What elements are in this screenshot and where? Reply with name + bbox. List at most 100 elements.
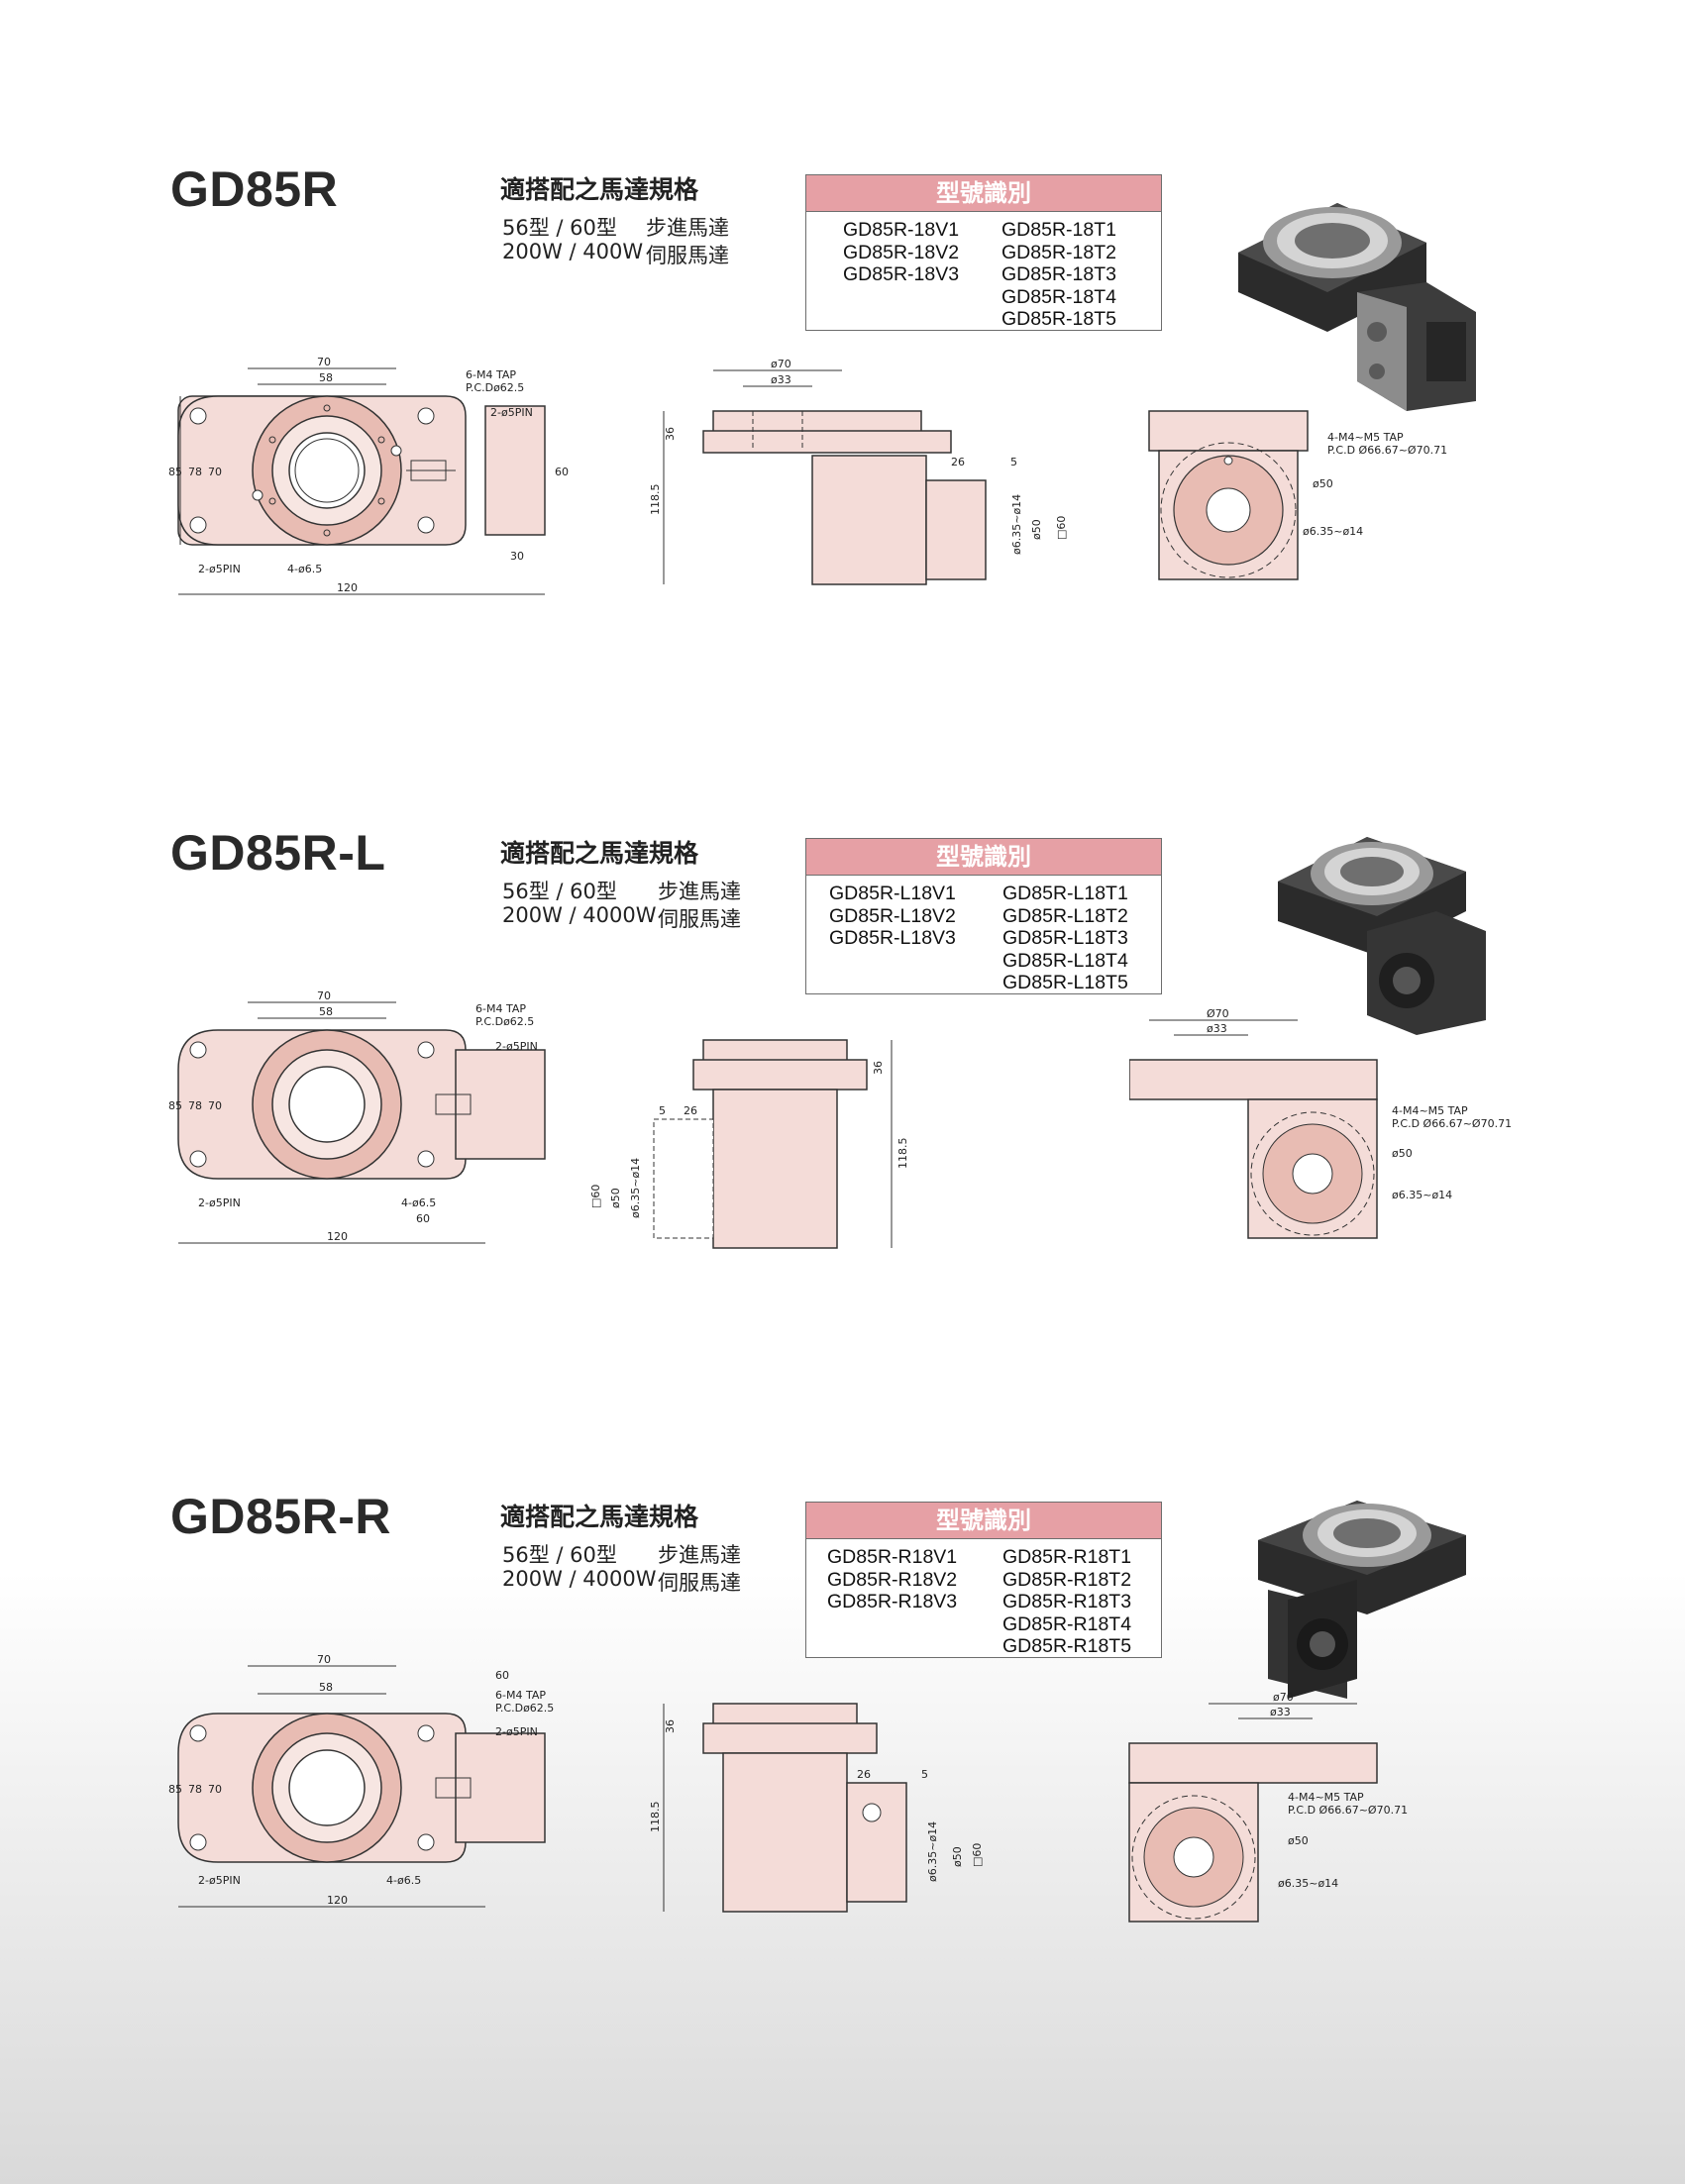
dim-36: 36 (872, 1061, 885, 1075)
dim-5: 5 (659, 1104, 666, 1117)
spec-type-1: 步進馬達 (646, 216, 729, 240)
model-code: GD85R-R18T2 (1002, 1568, 1132, 1591)
dim-26: 26 (857, 1768, 871, 1781)
dim-d70: ø70 (771, 358, 791, 370)
dim-26: 26 (684, 1104, 697, 1117)
top-view-drawing: 70 58 6-M4 TAP P.C.Dø62.5 2-ø5PIN 85 78 … (168, 357, 569, 595)
dim-front-d50: ø50 (1392, 1147, 1413, 1160)
dim-5: 5 (1010, 456, 1017, 468)
dim-120: 120 (327, 1230, 348, 1243)
dim-pin-bot: 2-ø5PIN (198, 563, 241, 575)
dim-d50: ø50 (1030, 519, 1043, 540)
dim-hole: 4-ø6.5 (401, 1196, 436, 1209)
spec-size-1: 56型 / 60型 (502, 880, 617, 903)
dim-sq60: □60 (589, 1185, 602, 1208)
dim-pcd: P.C.Dø62.5 (475, 1015, 534, 1028)
spec-heading: 適搭配之馬達規格 (500, 1503, 699, 1531)
dim-front-d70: ø70 (1273, 1691, 1294, 1704)
dim-36: 36 (664, 1719, 677, 1733)
dim-70: 70 (317, 357, 331, 368)
dim-30: 30 (510, 550, 524, 563)
model-code: GD85R-18V3 (843, 263, 960, 285)
dim-front-d70: Ø70 (1207, 1007, 1229, 1020)
product-section-gd85r: GD85R 適搭配之馬達規格 56型 / 60型 步進馬達 200W / 400… (0, 119, 1685, 753)
dim-bore: ø6.35~ø14 (629, 1158, 642, 1218)
dim-front-tap: 4-M4~M5 TAP (1327, 431, 1404, 444)
dim-d50: ø50 (609, 1188, 622, 1208)
product-photo (1258, 1501, 1466, 1699)
dim-26: 26 (951, 456, 965, 468)
code-column-v: GD85R-R18V1 GD85R-R18V2 GD85R-R18V3 (827, 1546, 957, 1613)
dim-front-bore: ø6.35~ø14 (1303, 525, 1363, 538)
dim-front-tap: 4-M4~M5 TAP (1288, 1791, 1364, 1804)
spec-heading: 適搭配之馬達規格 (500, 175, 699, 204)
model-code: GD85R-R18T3 (1002, 1591, 1132, 1612)
model-code: GD85R-R18V3 (827, 1591, 958, 1612)
model-code-header: 型號識別 (806, 839, 1161, 876)
code-column-v: GD85R-L18V1 GD85R-L18V2 GD85R-L18V3 (829, 883, 956, 950)
spec-type-2: 伺服馬達 (658, 907, 741, 931)
product-section-gd85r-r: GD85R-R 適搭配之馬達規格 56型 / 60型 步進馬達 200W / 4… (0, 1446, 1685, 2080)
front-view-drawing: ø70 ø33 4-M4~M5 TAP P.C.D Ø66.67~Ø70.71 … (1128, 1691, 1408, 1923)
model-code: GD85R-R18T1 (1002, 1546, 1132, 1568)
dim-85: 85 (168, 1783, 182, 1796)
spec-size-1: 56型 / 60型 (502, 1543, 617, 1567)
dim-pcd: P.C.Dø62.5 (495, 1702, 554, 1715)
dim-120: 120 (337, 581, 358, 594)
product-photo (1238, 203, 1476, 411)
dim-70: 70 (317, 990, 331, 1002)
model-title: GD85R-L (170, 825, 386, 881)
dim-d50: ø50 (951, 1846, 964, 1867)
model-code-table: 型號識別 GD85R-L18V1 GD85R-L18V2 GD85R-L18V3… (805, 838, 1162, 994)
dim-78: 78 (188, 1099, 202, 1112)
front-view-drawing: 4-M4~M5 TAP P.C.D Ø66.67~Ø70.71 ø50 ø6.3… (1148, 410, 1447, 580)
dim-pin-bot: 2-ø5PIN (198, 1874, 241, 1887)
dim-front-bore: ø6.35~ø14 (1278, 1877, 1338, 1890)
spec-type-1: 步進馬達 (658, 880, 741, 903)
model-code: GD85R-L18T5 (1002, 972, 1128, 993)
model-code: GD85R-R18V2 (827, 1568, 958, 1591)
dim-hole: 4-ø6.5 (386, 1874, 421, 1887)
dim-tap: 6-M4 TAP (495, 1689, 546, 1702)
model-code: GD85R-18T4 (1001, 285, 1116, 308)
dim-58: 58 (319, 1681, 333, 1694)
dim-70v: 70 (208, 1783, 222, 1796)
dim-pin-bot: 2-ø5PIN (198, 1196, 241, 1209)
dim-pcd: P.C.Dø62.5 (466, 381, 524, 394)
dim-sq60: □60 (1055, 516, 1068, 540)
model-code: GD85R-18T3 (1001, 263, 1116, 285)
dim-85: 85 (168, 466, 182, 478)
spec-type-2: 伺服馬達 (646, 244, 729, 267)
top-view-drawing: 70 58 6-M4 TAP P.C.Dø62.5 2-ø5PIN 85 78 … (168, 990, 546, 1244)
model-code: GD85R-L18T1 (1002, 883, 1128, 904)
code-column-t: GD85R-18T1 GD85R-18T2 GD85R-18T3 GD85R-1… (1001, 219, 1116, 331)
dim-118: 118.5 (649, 484, 662, 516)
dim-d33: ø33 (771, 373, 791, 386)
dim-70v: 70 (208, 1099, 222, 1112)
side-view-drawing: 36 118.5 26 5 ø6.35~ø14 ø50 □60 (649, 1703, 984, 1913)
spec-size-2: 200W / 4000W (502, 903, 657, 927)
dim-front-pcd: P.C.D Ø66.67~Ø70.71 (1327, 444, 1447, 457)
model-code: GD85R-18T5 (1001, 308, 1116, 330)
model-title: GD85R-R (170, 1489, 391, 1544)
dim-sq60: □60 (971, 1843, 984, 1867)
model-code: GD85R-L18T3 (1002, 927, 1128, 949)
model-code: GD85R-18T2 (1001, 241, 1116, 263)
dim-tap: 6-M4 TAP (475, 1002, 526, 1015)
dim-front-bore: ø6.35~ø14 (1392, 1189, 1452, 1201)
code-column-t: GD85R-R18T1 GD85R-R18T2 GD85R-R18T3 GD85… (1002, 1546, 1131, 1658)
side-view-drawing: 36 118.5 5 26 □60 ø50 ø6.35~ø14 (589, 1039, 909, 1249)
model-code: GD85R-L18T4 (1002, 949, 1128, 972)
model-code-header: 型號識別 (806, 175, 1161, 212)
spec-size-1: 56型 / 60型 (502, 216, 617, 240)
model-code: GD85R-L18T2 (1002, 904, 1128, 927)
spec-heading: 適搭配之馬達規格 (500, 839, 699, 868)
dim-118: 118.5 (649, 1802, 662, 1833)
model-code-table: 型號識別 GD85R-18V1 GD85R-18V2 GD85R-18V3 GD… (805, 174, 1162, 331)
model-code: GD85R-18V1 (843, 219, 960, 241)
model-title: GD85R (170, 161, 339, 217)
model-code: GD85R-18V2 (843, 241, 960, 263)
dim-60: 60 (416, 1212, 430, 1225)
model-code: GD85R-R18V1 (827, 1546, 958, 1568)
dim-bore: ø6.35~ø14 (1010, 494, 1023, 555)
